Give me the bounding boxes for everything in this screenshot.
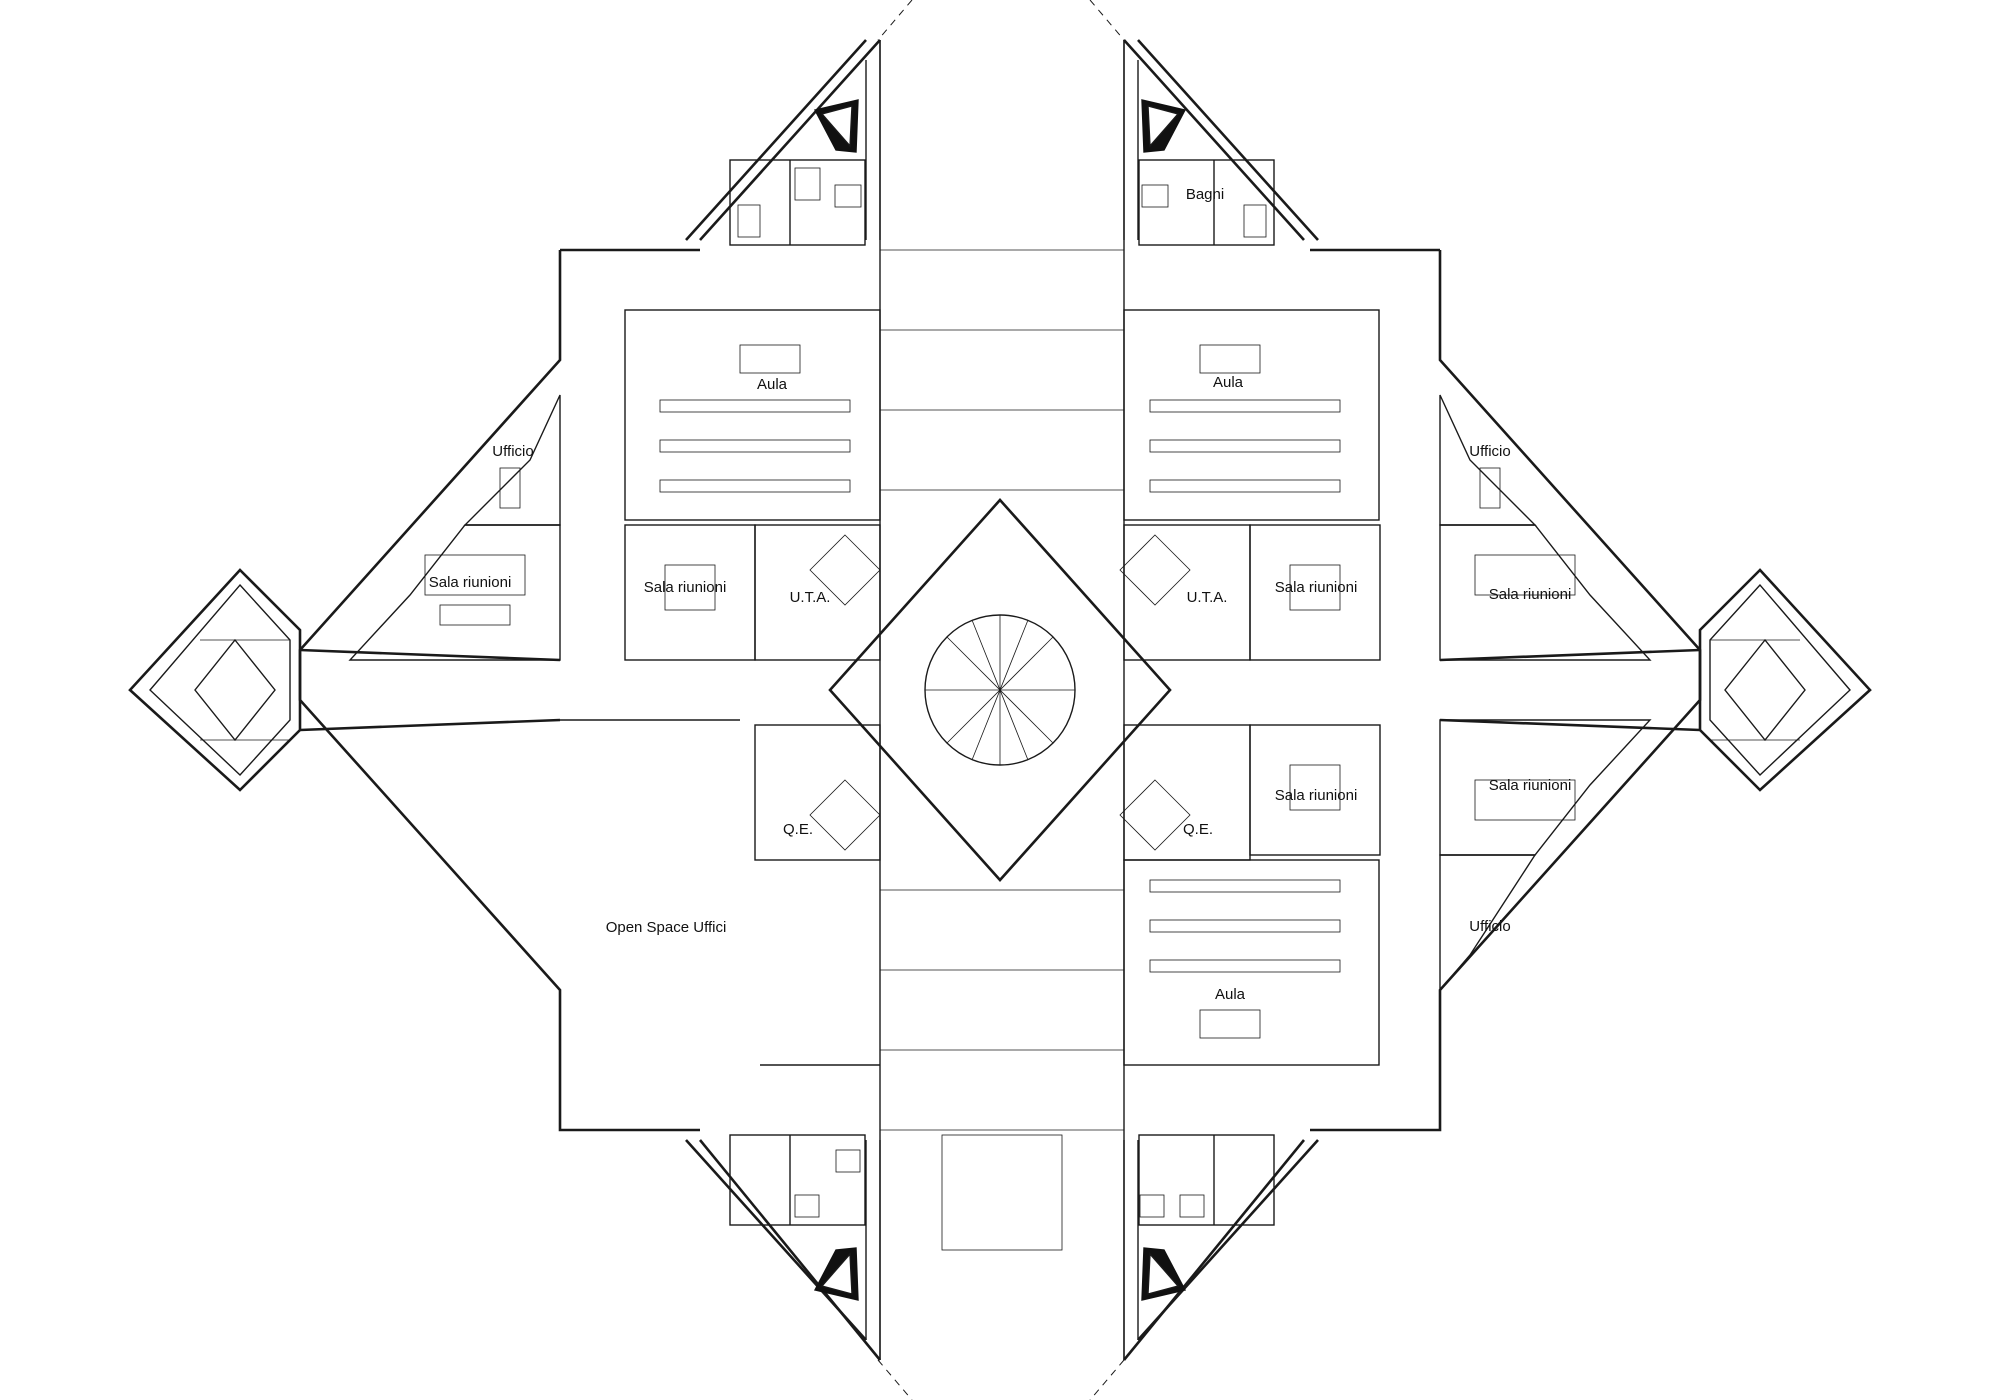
label-aula-top-right: Aula <box>1213 374 1244 391</box>
meeting-right-upper <box>1439 524 1652 661</box>
aula-bottom-right <box>1123 859 1380 1066</box>
label-sala-riunioni-left: Sala riunioni <box>429 574 512 591</box>
uta-left-room <box>754 524 881 661</box>
label-sala-riunioni-right-upper: Sala riunioni <box>1489 586 1572 603</box>
wing-bottom-right <box>1122 1134 1319 1361</box>
label-sala-riunioni-center-right-lower: Sala riunioni <box>1275 787 1358 804</box>
wing-bottom-left <box>685 1134 882 1361</box>
label-aula-bottom-right: Aula <box>1215 986 1246 1003</box>
axis-lines <box>877 0 1125 1400</box>
meeting-right-lower <box>1439 719 1652 856</box>
qe-left-room <box>754 724 881 861</box>
label-sala-riunioni-center-right: Sala riunioni <box>1275 579 1358 596</box>
label-qe-right: Q.E. <box>1183 821 1213 838</box>
label-uta-left: U.T.A. <box>790 589 831 606</box>
label-sala-riunioni-right-lower: Sala riunioni <box>1489 777 1572 794</box>
label-ufficio-right-lower: Ufficio <box>1469 918 1510 935</box>
wing-top-left <box>685 39 881 246</box>
office-right-lower <box>1439 854 1537 992</box>
aula-top-left <box>624 309 881 521</box>
label-ufficio-left: Ufficio <box>492 443 533 460</box>
stair-tower-right <box>1439 568 1872 792</box>
label-bagni: Bagni <box>1186 186 1224 203</box>
central-atrium <box>828 498 1172 882</box>
label-sala-riunioni-center-left: Sala riunioni <box>644 579 727 596</box>
desk-rows-top-left <box>659 399 851 493</box>
label-qe-left: Q.E. <box>783 821 813 838</box>
open-space-partitions <box>560 719 880 1066</box>
meeting-left <box>348 524 561 661</box>
wing-top-right <box>1123 39 1319 246</box>
desk-rows-top-right <box>1149 399 1341 493</box>
label-open-space: Open Space Uffici <box>606 919 727 936</box>
stair-tower-left <box>128 568 561 792</box>
qe-right-room <box>1119 724 1251 861</box>
uta-right-room <box>1119 524 1251 661</box>
label-ufficio-right-upper: Ufficio <box>1469 443 1510 460</box>
label-aula-top-left: Aula <box>757 376 788 393</box>
aula-top-right <box>1123 309 1380 521</box>
label-uta-right: U.T.A. <box>1187 589 1228 606</box>
